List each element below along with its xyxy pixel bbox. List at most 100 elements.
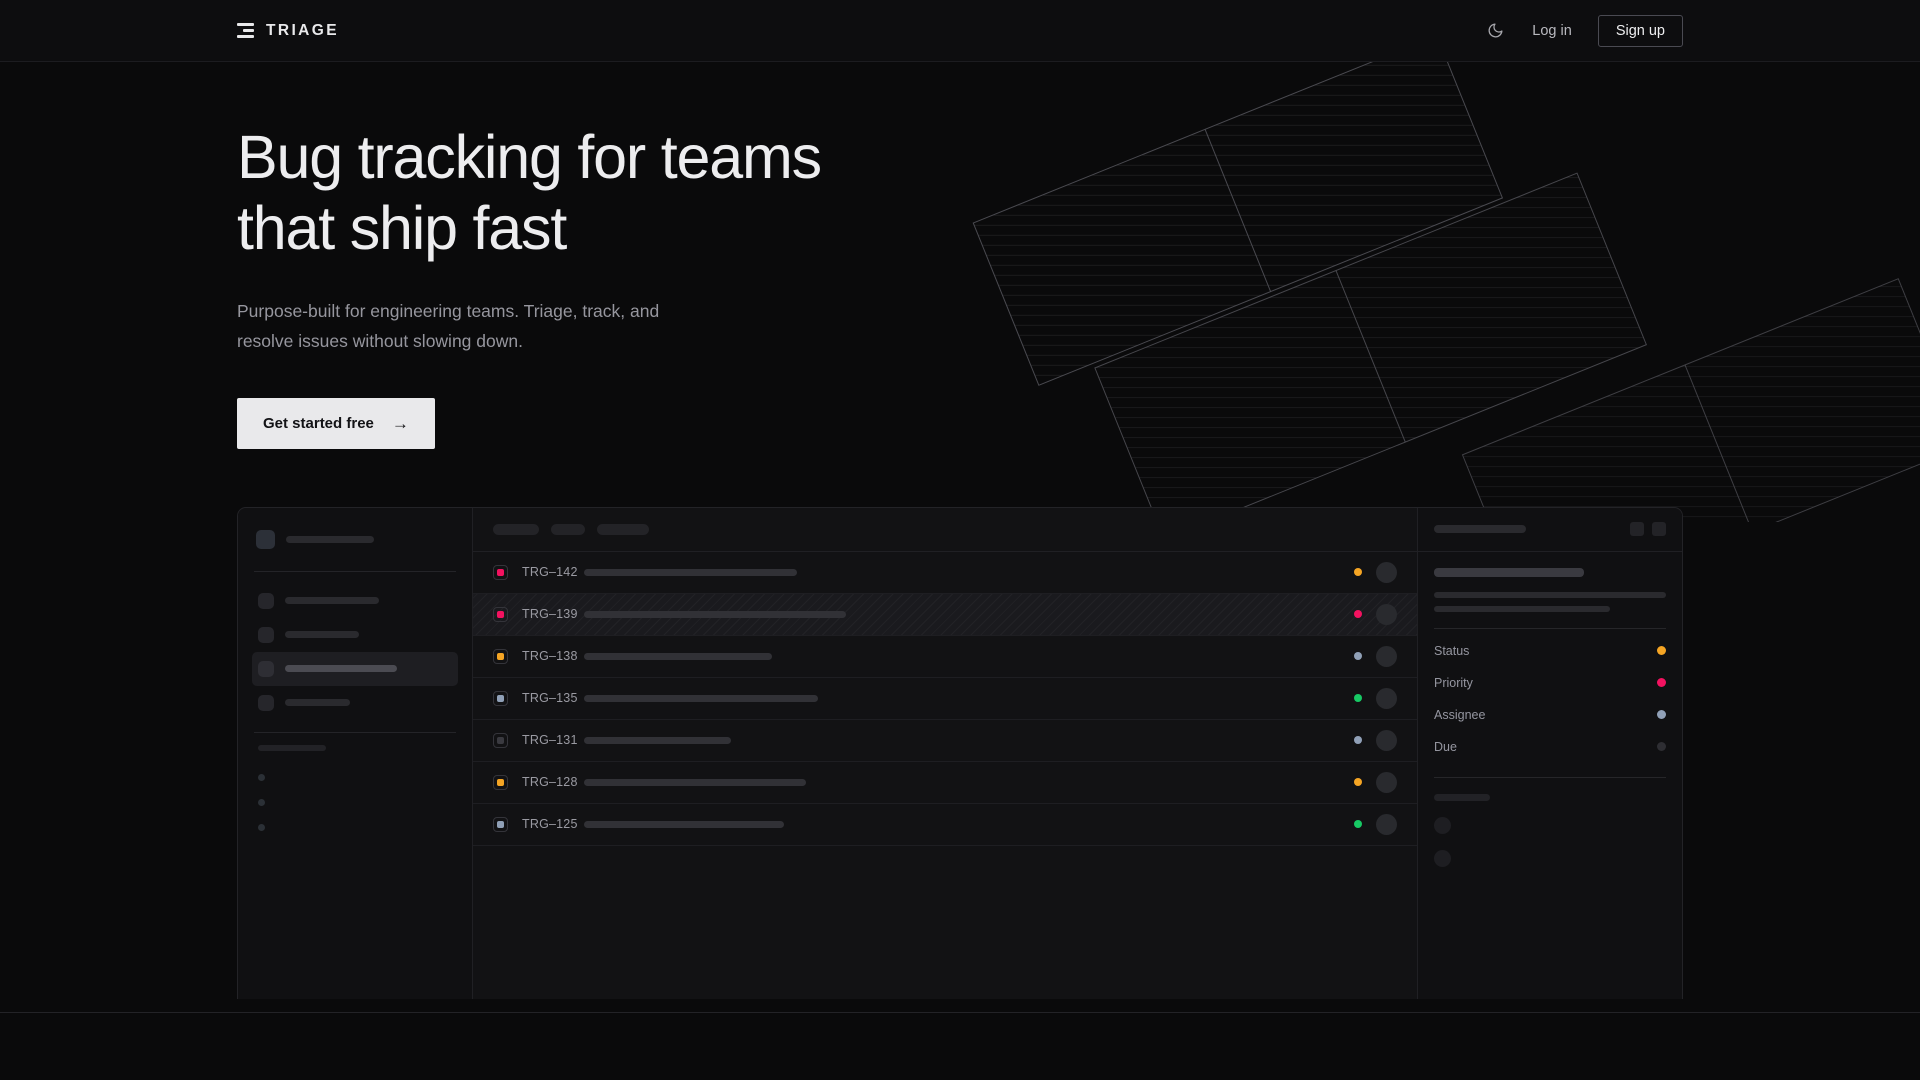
detail-footer-divider	[1434, 776, 1666, 778]
sidebar-item-4[interactable]	[252, 686, 458, 720]
row-meta	[1354, 813, 1397, 835]
project-dot-2[interactable]	[252, 790, 458, 815]
table-row[interactable]: TRG–139	[473, 593, 1417, 636]
issue-title-skeleton	[584, 694, 818, 702]
row-meta	[1354, 603, 1397, 625]
meta-value-dot	[1657, 742, 1666, 752]
sidebar-item-icon	[258, 660, 274, 677]
meta-label: Assignee	[1434, 707, 1486, 722]
priority-dot[interactable]	[1354, 736, 1362, 745]
issue-list-toolbar	[473, 508, 1417, 552]
sidebar-item-2[interactable]	[252, 618, 458, 652]
issue-title-skeleton	[1434, 525, 1526, 534]
table-row[interactable]: TRG–135	[473, 678, 1417, 720]
issue-title-skeleton	[584, 820, 784, 828]
sidebar-project-list	[252, 765, 458, 840]
issue-key: TRG–125	[522, 817, 578, 832]
priority-dot[interactable]	[1354, 778, 1362, 787]
row-meta	[1354, 687, 1397, 709]
meta-label: Status	[1434, 643, 1470, 658]
page-title: Bug tracking for teams that ship fast	[237, 122, 997, 264]
sidebar-item-label	[285, 699, 350, 707]
row-meta	[1354, 561, 1397, 583]
detail-action-1[interactable]	[1630, 522, 1644, 537]
meta-row-due[interactable]: Due	[1434, 731, 1666, 763]
sidebar-divider-bottom	[254, 731, 456, 733]
detail-panel-header	[1418, 508, 1682, 552]
avatar[interactable]	[1376, 729, 1397, 751]
priority-dot[interactable]	[1354, 694, 1362, 703]
priority-dot[interactable]	[1354, 568, 1362, 577]
row-meta	[1354, 645, 1397, 667]
moon-icon[interactable]	[1484, 20, 1506, 42]
table-row[interactable]: TRG–131	[473, 720, 1417, 762]
priority-dot[interactable]	[1354, 820, 1362, 829]
workspace-switcher[interactable]	[252, 524, 458, 559]
detail-actions	[1630, 522, 1666, 537]
filter-chip-3[interactable]	[597, 523, 649, 535]
avatar[interactable]	[1376, 645, 1397, 667]
login-link[interactable]: Log in	[1532, 22, 1572, 39]
meta-row-assignee[interactable]: Assignee	[1434, 699, 1666, 731]
header-nav: Log in Sign up	[1484, 14, 1683, 47]
issue-key: TRG–131	[522, 733, 578, 748]
mockup-sidebar	[238, 507, 473, 999]
hero-subtitle: Purpose-built for engineering teams. Tri…	[237, 300, 660, 351]
cta-label: Get started free	[263, 414, 374, 432]
project-dot-3[interactable]	[252, 815, 458, 840]
avatar[interactable]	[1376, 687, 1397, 709]
table-row[interactable]: TRG–128	[473, 762, 1417, 804]
issue-title-skeleton	[584, 778, 806, 786]
project-dot-icon	[258, 798, 265, 806]
status-badge[interactable]	[493, 774, 508, 790]
signup-button[interactable]: Sign up	[1597, 14, 1683, 47]
status-badge[interactable]	[493, 816, 508, 832]
hero-title-line-1: Bug tracking for teams	[237, 123, 822, 191]
status-badge[interactable]	[493, 606, 508, 622]
status-badge[interactable]	[493, 732, 508, 748]
meta-label: Priority	[1434, 675, 1473, 690]
detail-description-skeleton	[1434, 591, 1666, 612]
project-dot-1[interactable]	[252, 765, 458, 790]
arrow-right-icon: →	[391, 413, 409, 433]
meta-row-status[interactable]: Status	[1434, 635, 1666, 667]
status-badge[interactable]	[493, 648, 508, 664]
table-row[interactable]: TRG–142	[473, 552, 1417, 594]
workspace-name-skeleton	[286, 535, 374, 543]
table-row[interactable]: TRG–125	[473, 804, 1417, 846]
get-started-button[interactable]: Get started free →	[237, 397, 435, 449]
avatar[interactable]	[1376, 771, 1397, 793]
comment-avatar-1	[1434, 816, 1451, 834]
comments-section-label	[1434, 793, 1490, 801]
priority-dot[interactable]	[1354, 610, 1362, 619]
avatar[interactable]	[1376, 561, 1397, 583]
detail-action-2[interactable]	[1652, 522, 1666, 537]
status-badge[interactable]	[493, 690, 508, 706]
site-header: TRIAGE Log in Sign up	[0, 0, 1920, 62]
project-dot-icon	[258, 773, 265, 781]
detail-divider	[1434, 627, 1666, 629]
hero-title-line-2: that ship fast	[237, 193, 567, 262]
issue-title-skeleton	[584, 568, 797, 576]
table-row[interactable]: TRG–138	[473, 636, 1417, 678]
brand-logo[interactable]: TRIAGE	[237, 22, 339, 40]
sidebar-item-1[interactable]	[252, 584, 458, 618]
filter-chip-2[interactable]	[551, 523, 585, 535]
issue-key: TRG–138	[522, 649, 578, 664]
issue-key: TRG–139	[522, 607, 578, 622]
filter-chip-1[interactable]	[493, 523, 539, 535]
meta-value-dot	[1657, 678, 1666, 688]
avatar[interactable]	[1376, 603, 1397, 625]
stacked-bars-logo-icon	[237, 23, 254, 38]
sidebar-item-3[interactable]	[252, 651, 458, 686]
avatar[interactable]	[1376, 813, 1397, 835]
workspace-square-icon	[256, 529, 275, 549]
status-badge[interactable]	[493, 564, 508, 580]
priority-dot[interactable]	[1354, 652, 1362, 661]
meta-row-priority[interactable]: Priority	[1434, 667, 1666, 699]
